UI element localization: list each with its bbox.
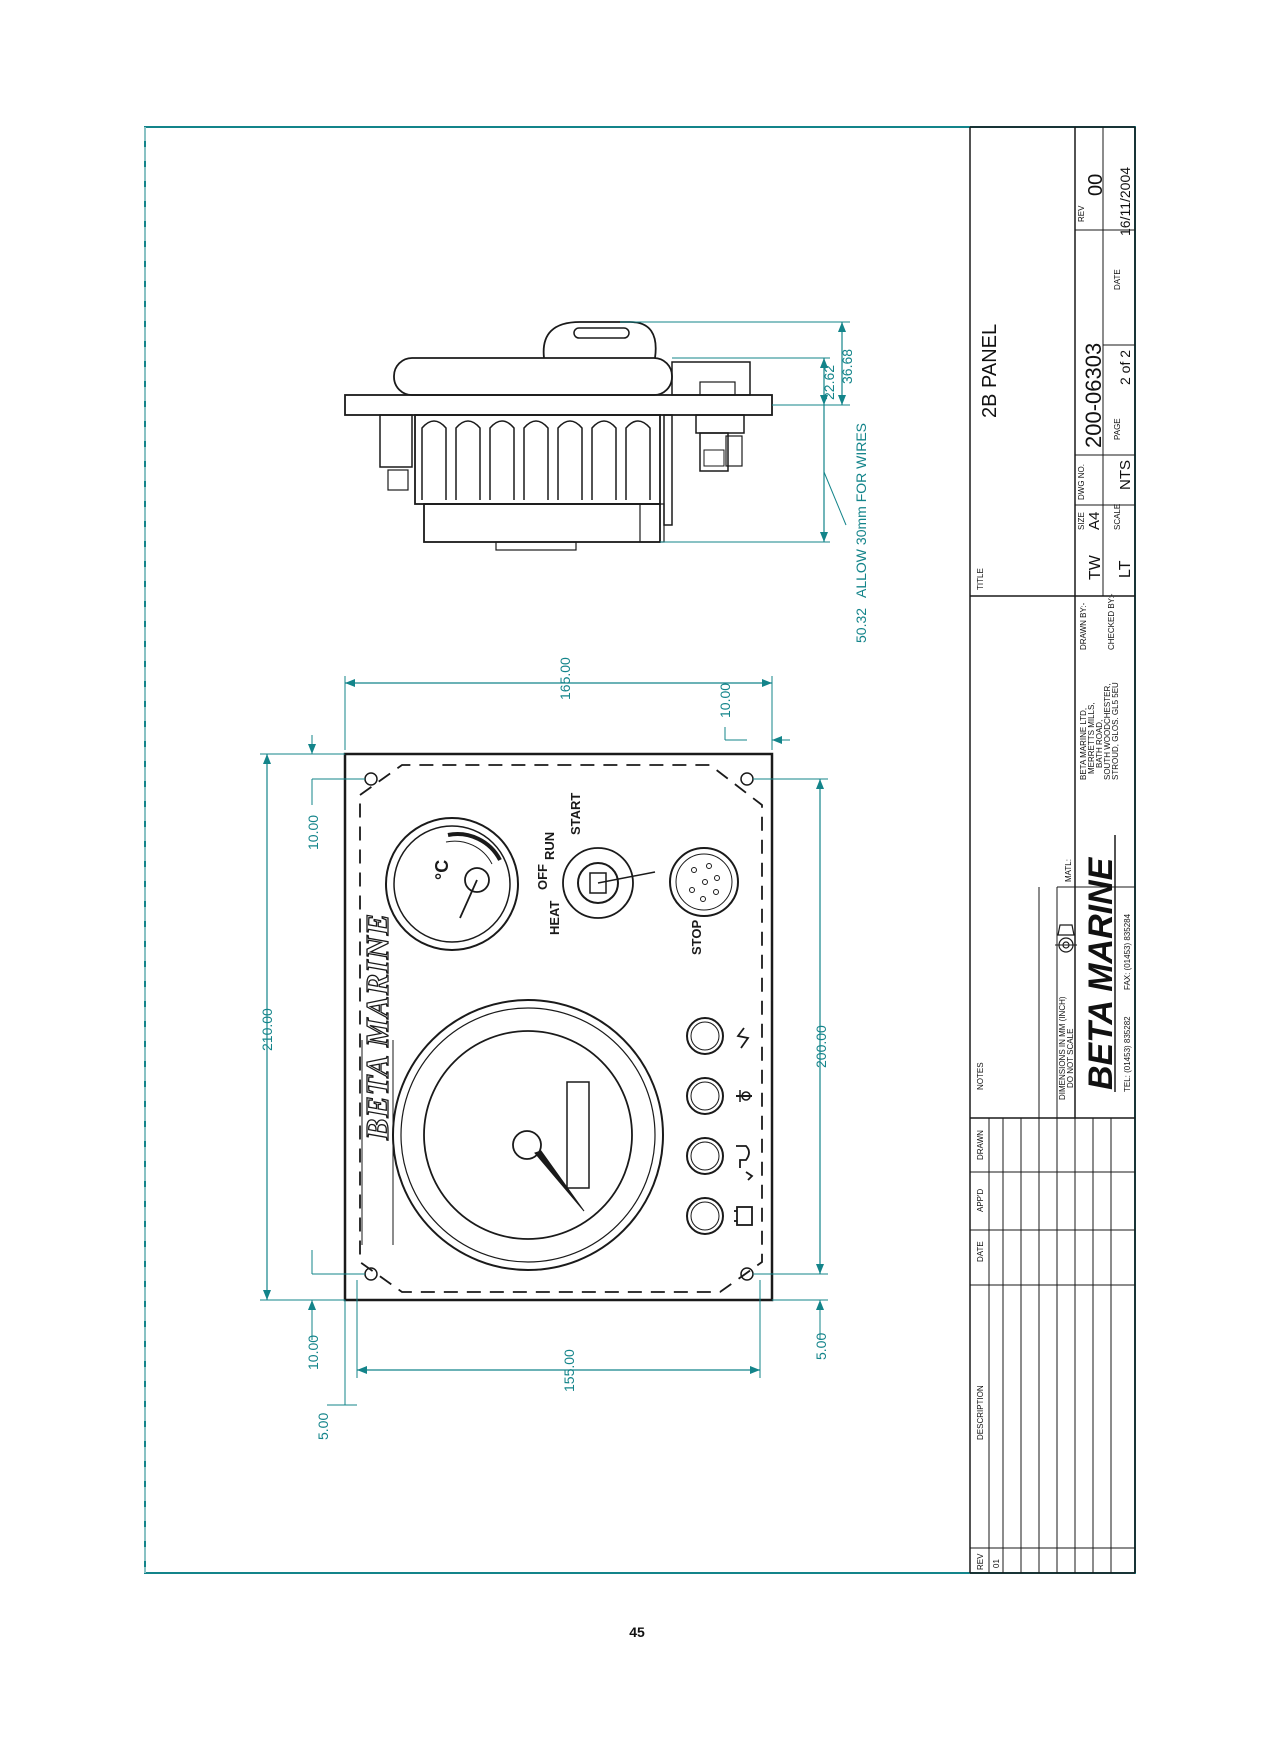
temperature-icon: [736, 1090, 752, 1102]
panel-brand-label: BETA MARINE: [359, 913, 395, 1141]
temperature-gauge: °C: [385, 817, 519, 951]
dim-right-top-offset: 10.00: [717, 683, 733, 718]
key-position-start: START: [568, 793, 583, 835]
dim-width-overall: 165.00: [557, 657, 573, 700]
date-header: DATE: [976, 1241, 985, 1262]
dim-height-holes: 200.00: [813, 1025, 829, 1068]
company-address-1: BETA MARINE LTD,: [1079, 708, 1088, 780]
lightning-icon: [736, 1027, 750, 1049]
dwg-no-label: DWG NO.: [1077, 464, 1086, 500]
page-value: 2 of 2: [1117, 350, 1133, 385]
company-tel: TEL: (01453) 835282: [1123, 1016, 1132, 1092]
temp-gauge-unit-label: °C: [432, 860, 452, 880]
stop-label: STOP: [689, 920, 704, 955]
company-address-4: SOUTH WOODCHESTER,: [1103, 684, 1112, 780]
matl-label: MATL:: [1064, 859, 1073, 882]
date-label: DATE: [1113, 269, 1122, 290]
title-value: 2B PANEL: [979, 324, 1001, 418]
company-address-2: MERRETTS MILLS,: [1087, 702, 1096, 774]
dim-width-holes: 155.00: [561, 1349, 577, 1392]
company-fax: FAX: (01453) 835284: [1123, 913, 1132, 990]
dimensions-note: DIMENSIONS IN MM (INCH): [1058, 996, 1067, 1100]
mounting-hole: [364, 772, 378, 786]
dim-depth-body: 50.32: [853, 608, 869, 643]
key-position-off: OFF: [535, 864, 550, 890]
front-view-dimensions: [260, 676, 828, 1406]
warning-lamp-lightning: [686, 1017, 750, 1055]
side-view-wire-note: ALLOW 30mm FOR WIRES: [853, 423, 869, 598]
rev-header: REV: [976, 1553, 985, 1570]
stop-button: STOP: [669, 847, 739, 955]
key-switch: HEAT OFF RUN START: [535, 793, 656, 935]
checked-by-value: LT: [1117, 560, 1134, 578]
drawn-by-value: TW: [1087, 554, 1104, 580]
do-not-scale-note: DO NOT SCALE: [1066, 1029, 1075, 1088]
dim-depth-front: 22.62: [821, 365, 837, 400]
size-value: A4: [1086, 512, 1103, 530]
appd-header: APP'D: [976, 1188, 985, 1212]
dim-top-offset: 10.00: [305, 815, 321, 850]
side-view-dimensions: [620, 321, 850, 543]
rev-label: REV: [1077, 205, 1086, 222]
description-header: DESCRIPTION: [976, 1385, 985, 1440]
mounting-hole: [740, 772, 754, 786]
dim-left-edge-offset: 5.00: [315, 1413, 331, 1440]
rev-value: 01: [992, 1559, 1001, 1568]
warning-lamp-oil: [686, 1137, 754, 1181]
key-position-run: RUN: [542, 832, 557, 860]
side-view: [344, 321, 773, 551]
company-address-5: STROUD, GLOS. GL5 5EU: [1111, 682, 1120, 780]
drawn-by-label: DRAWN BY:-: [1079, 602, 1088, 650]
company-address-3: BATH ROAD,: [1095, 720, 1104, 768]
warning-lamp-temperature: [686, 1077, 752, 1115]
page-number: 45: [629, 1624, 645, 1640]
rev-block-value: 00: [1085, 174, 1107, 196]
revision-table: [970, 1117, 1135, 1573]
warning-lamp-battery: [686, 1197, 753, 1235]
drawn-header: DRAWN: [976, 1130, 985, 1160]
panel-outline: [343, 752, 774, 1302]
title-label: TITLE: [976, 568, 985, 590]
scale-value: NTS: [1117, 460, 1134, 490]
key-position-heat: HEAT: [547, 901, 562, 935]
title-block-grid: [970, 127, 1135, 1118]
size-label: SIZE: [1077, 512, 1086, 530]
projection-symbol: [1055, 924, 1077, 953]
dim-depth-total: 36.68: [839, 349, 855, 384]
mounting-hole: [740, 1267, 754, 1281]
dim-right-edge-offset: 5.00: [813, 1333, 829, 1360]
dim-height-overall: 210.00: [259, 1008, 275, 1051]
dim-bottom-offset: 10.00: [305, 1335, 321, 1370]
panel-bezel: [359, 764, 763, 1293]
front-view: BETA MARINE °C HEAT OFF RUN START: [343, 752, 774, 1302]
scale-label: SCALE: [1113, 504, 1122, 530]
dwg-no-value: 200-06303: [1081, 343, 1106, 448]
date-value: 16/11/2004: [1117, 167, 1133, 236]
tachometer: [392, 999, 664, 1271]
checked-by-label: CHECKED BY:-: [1107, 593, 1116, 650]
battery-icon: [734, 1206, 753, 1226]
notes-label: NOTES: [976, 1062, 985, 1090]
page-label: PAGE: [1113, 418, 1122, 440]
oil-can-icon: [736, 1145, 754, 1181]
company-logo: BETA MARINE: [1082, 856, 1120, 1090]
